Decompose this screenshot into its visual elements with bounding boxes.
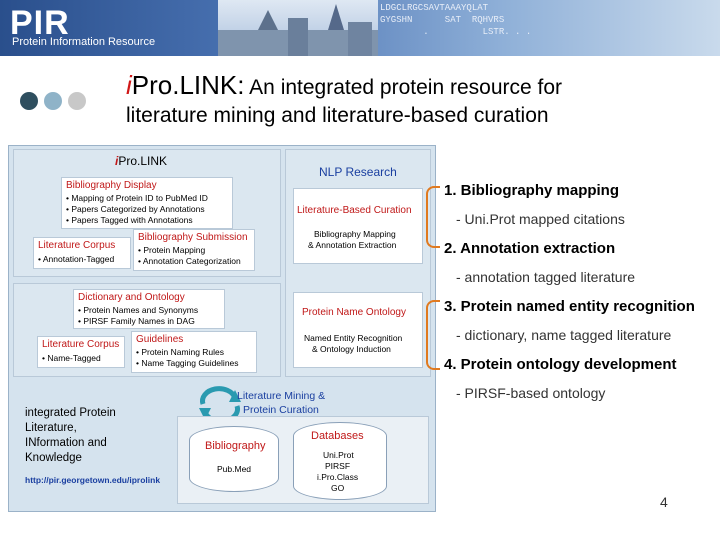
bib-item: • Papers Tagged with Annotations xyxy=(66,215,193,226)
pno-desc: Named Entity Recognition xyxy=(304,333,402,344)
lit-corpus-box: Literature Corpus • Annotation-Tagged xyxy=(33,237,131,269)
guidelines-box: Guidelines • Protein Naming Rules • Name… xyxy=(131,331,257,373)
mining-label: Literature Mining & xyxy=(237,390,325,402)
slide-title-line2: literature mining and literature-based c… xyxy=(126,104,549,128)
bullet-dots xyxy=(20,92,92,115)
bib-item: • Mapping of Protein ID to PubMed ID xyxy=(66,193,208,204)
lbc-desc: & Annotation Extraction xyxy=(308,240,396,251)
bib-submission-title: Bibliography Submission xyxy=(138,232,248,243)
dictionary-item: • PIRSF Family Names in DAG xyxy=(78,316,195,327)
lit-corpus2-item: • Name-Tagged xyxy=(42,353,101,364)
lbc-desc: Bibliography Mapping xyxy=(314,229,396,240)
lit-corpus-item: • Annotation-Tagged xyxy=(38,254,114,265)
title-prolink: Pro.LINK: xyxy=(132,70,245,100)
page-number: 4 xyxy=(660,494,668,510)
lbc-title: Literature-Based Curation xyxy=(297,205,412,216)
guidelines-item: • Protein Naming Rules xyxy=(136,347,224,358)
slide-title: iPro.LINK: An integrated protein resourc… xyxy=(126,70,562,101)
brace-2-icon xyxy=(426,300,440,370)
bibliography-label: Bibliography xyxy=(205,440,266,452)
lbc-box: Literature-Based Curation Bibliography M… xyxy=(293,188,423,264)
bib-submission-item: • Protein Mapping xyxy=(138,245,205,256)
guidelines-title: Guidelines xyxy=(136,334,183,345)
bib-display-title: Bibliography Display xyxy=(66,180,157,191)
db-item: i.Pro.Class xyxy=(317,472,358,483)
bib-item: • Papers Categorized by Annotations xyxy=(66,204,205,215)
guidelines-item: • Name Tagging Guidelines xyxy=(136,358,239,369)
lit-corpus2-box: Literature Corpus • Name-Tagged xyxy=(37,336,125,368)
task-item: 2. Annotation extraction xyxy=(444,240,615,257)
bib-submission-box: Bibliography Submission • Protein Mappin… xyxy=(133,229,255,271)
sequence-decoration: LDGCLRGCSAVTAAAYQLAT GYGSHN SAT RQHVRS .… xyxy=(380,2,531,38)
db-item: GO xyxy=(331,483,344,494)
brace-1-icon xyxy=(426,186,440,248)
db-item: PIRSF xyxy=(325,461,350,472)
iprolink-header: iPro.LINK xyxy=(115,154,167,168)
task-subitem: - annotation tagged literature xyxy=(456,269,635,285)
dot-light-blue xyxy=(44,92,62,110)
dot-dark xyxy=(20,92,38,110)
pno-title: Protein Name Ontology xyxy=(302,307,406,318)
lit-corpus2-title: Literature Corpus xyxy=(42,339,119,350)
iprolink-url[interactable]: http://pir.georgetown.edu/iprolink xyxy=(25,475,160,485)
dot-gray xyxy=(68,92,86,110)
task-subitem: - dictionary, name tagged literature xyxy=(456,327,671,343)
dictionary-title: Dictionary and Ontology xyxy=(78,292,185,303)
dictionary-item: • Protein Names and Synonyms xyxy=(78,305,198,316)
pno-box: Protein Name Ontology Named Entity Recog… xyxy=(293,292,423,368)
bib-submission-item: • Annotation Categorization xyxy=(138,256,241,267)
bibliography-cylinder xyxy=(189,426,279,492)
task-subitem: - Uni.Prot mapped citations xyxy=(456,211,625,227)
pno-desc: & Ontology Induction xyxy=(312,344,391,355)
task-subitem: - PIRSF-based ontology xyxy=(456,385,605,401)
mining-label: Protein Curation xyxy=(243,404,319,416)
dictionary-box: Dictionary and Ontology • Protein Names … xyxy=(73,289,225,329)
databases-label: Databases xyxy=(311,430,364,442)
db-item: Uni.Prot xyxy=(323,450,354,461)
title-rest: An integrated protein resource for xyxy=(245,76,563,99)
nlp-research-title: NLP Research xyxy=(319,165,397,179)
campus-skyline-icon xyxy=(218,0,378,56)
lit-corpus-title: Literature Corpus xyxy=(38,240,115,251)
task-item: 3. Protein named entity recognition xyxy=(444,298,695,315)
task-item: 4. Protein ontology development xyxy=(444,356,677,373)
campus-image xyxy=(218,0,378,56)
iprolink-diagram: iPro.LINK Bibliography Display • Mapping… xyxy=(8,145,436,512)
pubmed-label: Pub.Med xyxy=(217,464,251,475)
pir-subtitle: Protein Information Resource xyxy=(12,36,155,48)
header-banner: PIR Protein Information Resource LDGCLRG… xyxy=(0,0,720,56)
bib-display-box: Bibliography Display • Mapping of Protei… xyxy=(61,177,233,229)
task-item: 1. Bibliography mapping xyxy=(444,182,619,199)
